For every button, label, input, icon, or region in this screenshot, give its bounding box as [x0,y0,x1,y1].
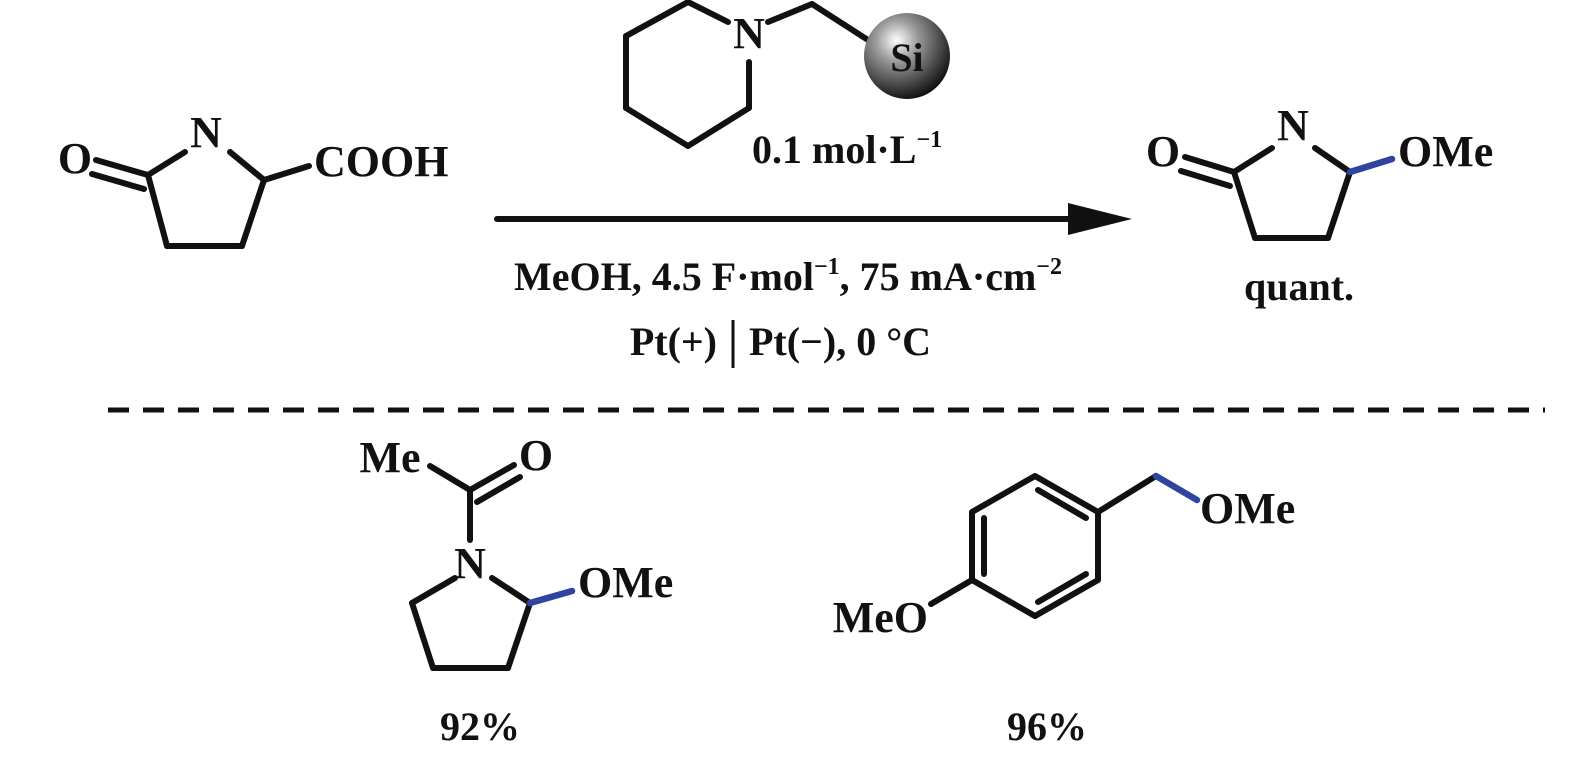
reactant-molecule: O N COOH [58,108,448,249]
product-new-c-o-bond [1346,155,1396,176]
conditions-line-2: Pt(+) Pt(−), 0 °C [630,319,931,368]
cathode-label: Pt(−), 0 °C [749,319,931,364]
anode-label: Pt(+) [630,319,717,364]
reactant-bonds [89,149,312,249]
catalyst-bonds [623,0,871,149]
silica-support-label: Si [890,35,923,80]
example-2-molecule: OMe MeO 96% [833,472,1295,749]
silica-support-bead [864,13,950,99]
example-2-aryl-methoxy: MeO [833,593,928,642]
example-1-new-c-o-bond [526,587,576,607]
example-1-methoxy: OMe [578,558,673,607]
catalyst-molecule: N Si 0.1 mol·L−1 [623,0,950,172]
reactant-acid-group: COOH [314,137,448,186]
example-2-methoxy: OMe [1200,484,1295,533]
product-carbonyl-o: O [1146,127,1180,176]
reactant-ring-n: N [190,108,222,157]
example-1-methyl: Me [359,433,420,482]
example-1-ring-n: N [454,539,486,588]
example-2-yield: 96% [1007,704,1087,749]
product-molecule: O N OMe quant. [1146,101,1493,309]
catalyst-ring-n: N [733,9,765,58]
example-1-molecule: Me O N OMe 92% [359,431,673,749]
product-methoxy: OMe [1398,127,1493,176]
example-1-bonds [409,462,576,671]
example-1-yield: 92% [440,704,520,749]
example-2-bonds [928,472,1201,619]
conditions-line-1: MeOH, 4.5 F·mol−1, 75 mA·cm−2 [514,254,1062,299]
product-bonds [1178,145,1396,241]
reactant-carbonyl-o: O [58,134,92,183]
product-ring-n: N [1277,101,1309,150]
reaction-arrow [494,203,1132,235]
example-2-new-c-o-bond [1152,472,1201,504]
catalyst-loading: 0.1 mol·L−1 [752,127,942,172]
example-1-carbonyl-o: O [519,431,553,480]
product-yield: quant. [1244,264,1354,309]
